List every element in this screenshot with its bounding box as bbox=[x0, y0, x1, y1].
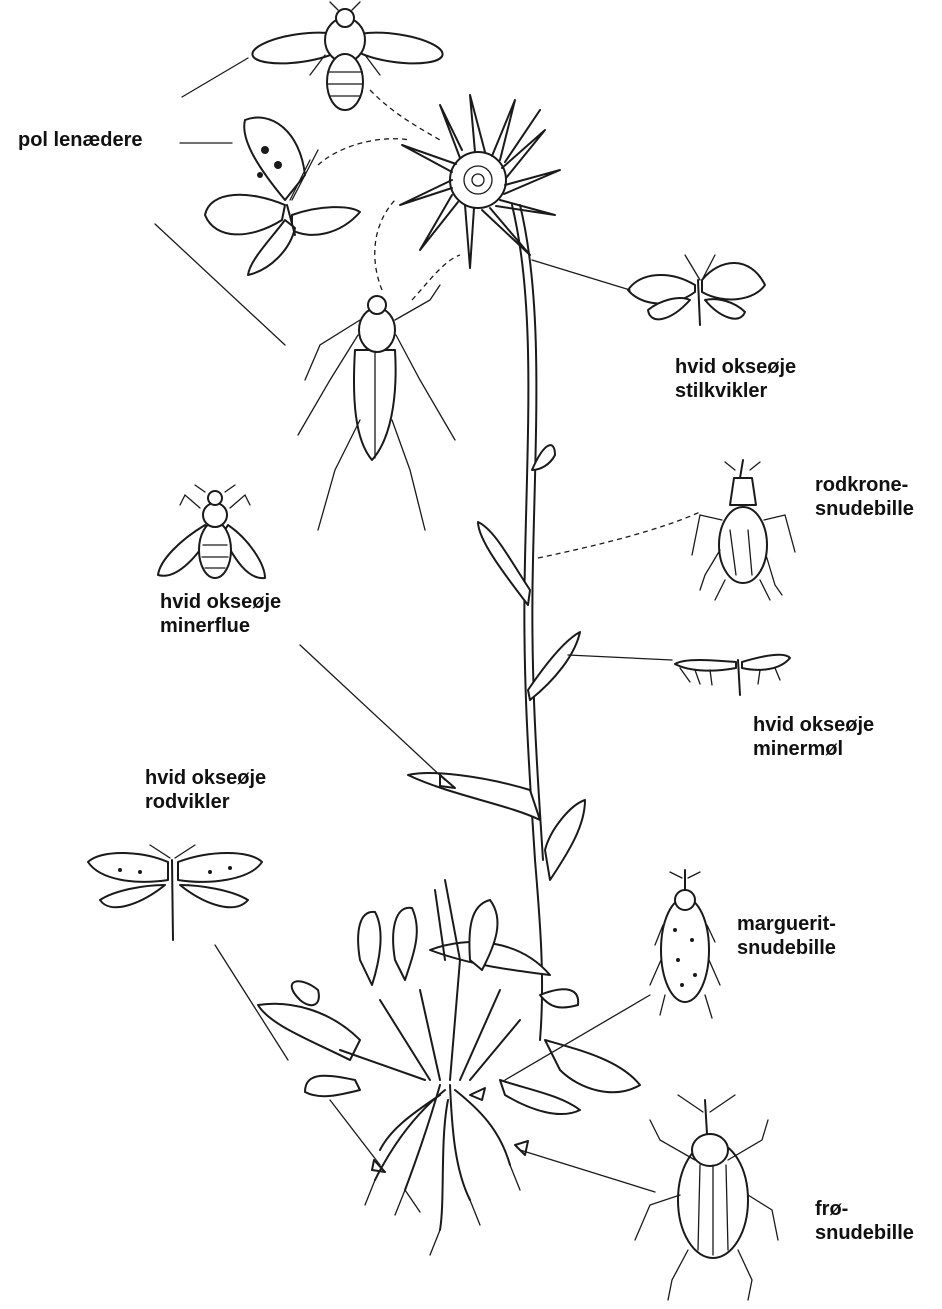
label-marguerite-weevil: marguerit- snudebille bbox=[737, 912, 836, 960]
connector-seed-weevil bbox=[520, 1150, 655, 1192]
connector-minermoth bbox=[568, 655, 672, 660]
basal-rosette bbox=[258, 880, 640, 1114]
label-leaf-miner-moth: hvid okseøje minermøl bbox=[753, 713, 874, 761]
plant-stem bbox=[512, 205, 542, 1040]
seed-weevil-drawing bbox=[635, 1095, 778, 1300]
label-pollinators: pol lenædere bbox=[18, 128, 142, 152]
crown-weevil-drawing bbox=[692, 460, 795, 600]
longhorn-beetle-drawing bbox=[298, 285, 455, 530]
daisy-flower bbox=[400, 95, 560, 268]
leaf-miner-moth-drawing bbox=[675, 655, 790, 695]
stem-leaf bbox=[478, 522, 530, 605]
roots bbox=[365, 1085, 520, 1255]
connector-beetle bbox=[155, 224, 285, 345]
connector-minerfly bbox=[300, 645, 445, 780]
connector-stem-tortrix bbox=[532, 260, 630, 290]
label-stem-tortrix: hvid okseøje stilkvikler bbox=[675, 355, 796, 403]
hoverfly-drawing bbox=[251, 2, 445, 110]
label-root-tortrix: hvid okseøje rodvikler bbox=[145, 766, 266, 814]
root-tortrix-moth-drawing bbox=[88, 845, 262, 940]
butterfly-drawing bbox=[205, 117, 360, 275]
label-leaf-miner-fly: hvid okseøje minerflue bbox=[160, 590, 281, 638]
dashed-visit-hoverfly bbox=[370, 90, 440, 140]
oxeye-daisy-plant bbox=[258, 95, 640, 1255]
dashed-visit-butterfly bbox=[318, 139, 410, 165]
connector-crown-weevil bbox=[538, 512, 700, 558]
stem-leaf bbox=[528, 632, 580, 700]
leaf-miner-fly-drawing bbox=[158, 485, 265, 578]
stem-tortrix-moth-drawing bbox=[628, 255, 765, 325]
stem-leaf bbox=[545, 800, 585, 880]
marguerite-weevil-drawing bbox=[650, 870, 720, 1018]
label-seed-weevil: frø- snudebille bbox=[815, 1197, 914, 1245]
dashed-visit-beetle bbox=[375, 200, 395, 290]
label-crown-weevil: rodkrone- snudebille bbox=[815, 473, 914, 521]
stem-leaf bbox=[408, 773, 540, 820]
connector-hoverfly bbox=[182, 58, 248, 97]
